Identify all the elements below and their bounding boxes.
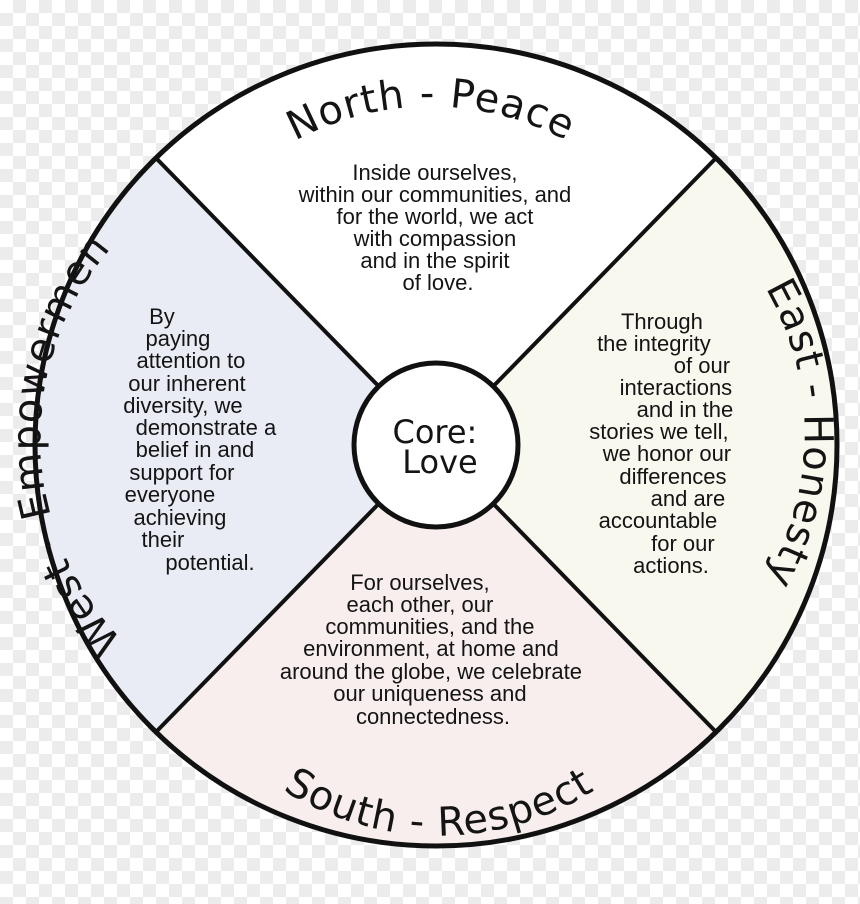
west-line: diversity, we xyxy=(123,393,242,418)
west-line: By xyxy=(149,304,175,329)
south-line: environment, at home and xyxy=(303,636,559,661)
south-quadrant xyxy=(155,445,717,848)
west-line: belief in and xyxy=(136,437,255,462)
east-line: and are xyxy=(651,486,726,511)
east-description: Through the integrity of our interaction… xyxy=(589,309,739,578)
east-line: we honor our xyxy=(602,441,731,466)
north-line: and in the spirit xyxy=(360,248,509,273)
core-text: Core: Love xyxy=(392,413,487,481)
south-description: For ourselves, each other, our communiti… xyxy=(280,570,588,729)
north-line: for the world, we act xyxy=(337,204,534,229)
west-line: paying xyxy=(146,326,211,351)
west-line: achieving xyxy=(133,505,226,530)
west-line: potential. xyxy=(165,550,254,575)
north-line: with compassion xyxy=(353,226,517,251)
core-line: Love xyxy=(402,443,477,481)
east-line: actions. xyxy=(633,553,709,578)
east-line: of our xyxy=(674,353,730,378)
south-line: around the globe, we celebrate xyxy=(280,659,582,684)
south-line: connectedness. xyxy=(356,704,510,729)
east-line: differences xyxy=(619,464,726,489)
south-line: our uniqueness and xyxy=(333,681,526,706)
core-circle xyxy=(351,360,521,530)
north-line: of love. xyxy=(403,270,474,295)
west-line: our inherent xyxy=(128,371,245,396)
south-line: communities, and the xyxy=(325,614,534,639)
east-line: and in the xyxy=(637,397,734,422)
south-line: For ourselves, xyxy=(350,570,489,595)
east-quadrant xyxy=(436,157,839,733)
west-quadrant xyxy=(33,157,436,733)
south-line: each other, our xyxy=(347,592,494,617)
west-line: demonstrate a xyxy=(136,415,277,440)
north-line: within our communities, and xyxy=(298,182,572,207)
east-line: stories we tell, xyxy=(589,419,728,444)
north-quadrant xyxy=(155,42,717,446)
outer-circle xyxy=(32,41,840,849)
core-line: Core: xyxy=(392,413,477,451)
west-line: attention to xyxy=(137,348,246,373)
north-description: Inside ourselves, within our communities… xyxy=(298,160,578,295)
east-line: accountable xyxy=(599,508,718,533)
west-line: everyone xyxy=(125,482,216,507)
west-line: their xyxy=(142,527,185,552)
north-line: Inside ourselves, xyxy=(352,160,517,185)
east-line: interactions xyxy=(620,375,733,400)
east-line: for our xyxy=(651,531,715,556)
east-line: Through xyxy=(621,309,703,334)
east-line: the integrity xyxy=(597,331,711,356)
west-line: support for xyxy=(129,460,234,485)
west-description: By paying attention to our inherent dive… xyxy=(123,304,282,575)
